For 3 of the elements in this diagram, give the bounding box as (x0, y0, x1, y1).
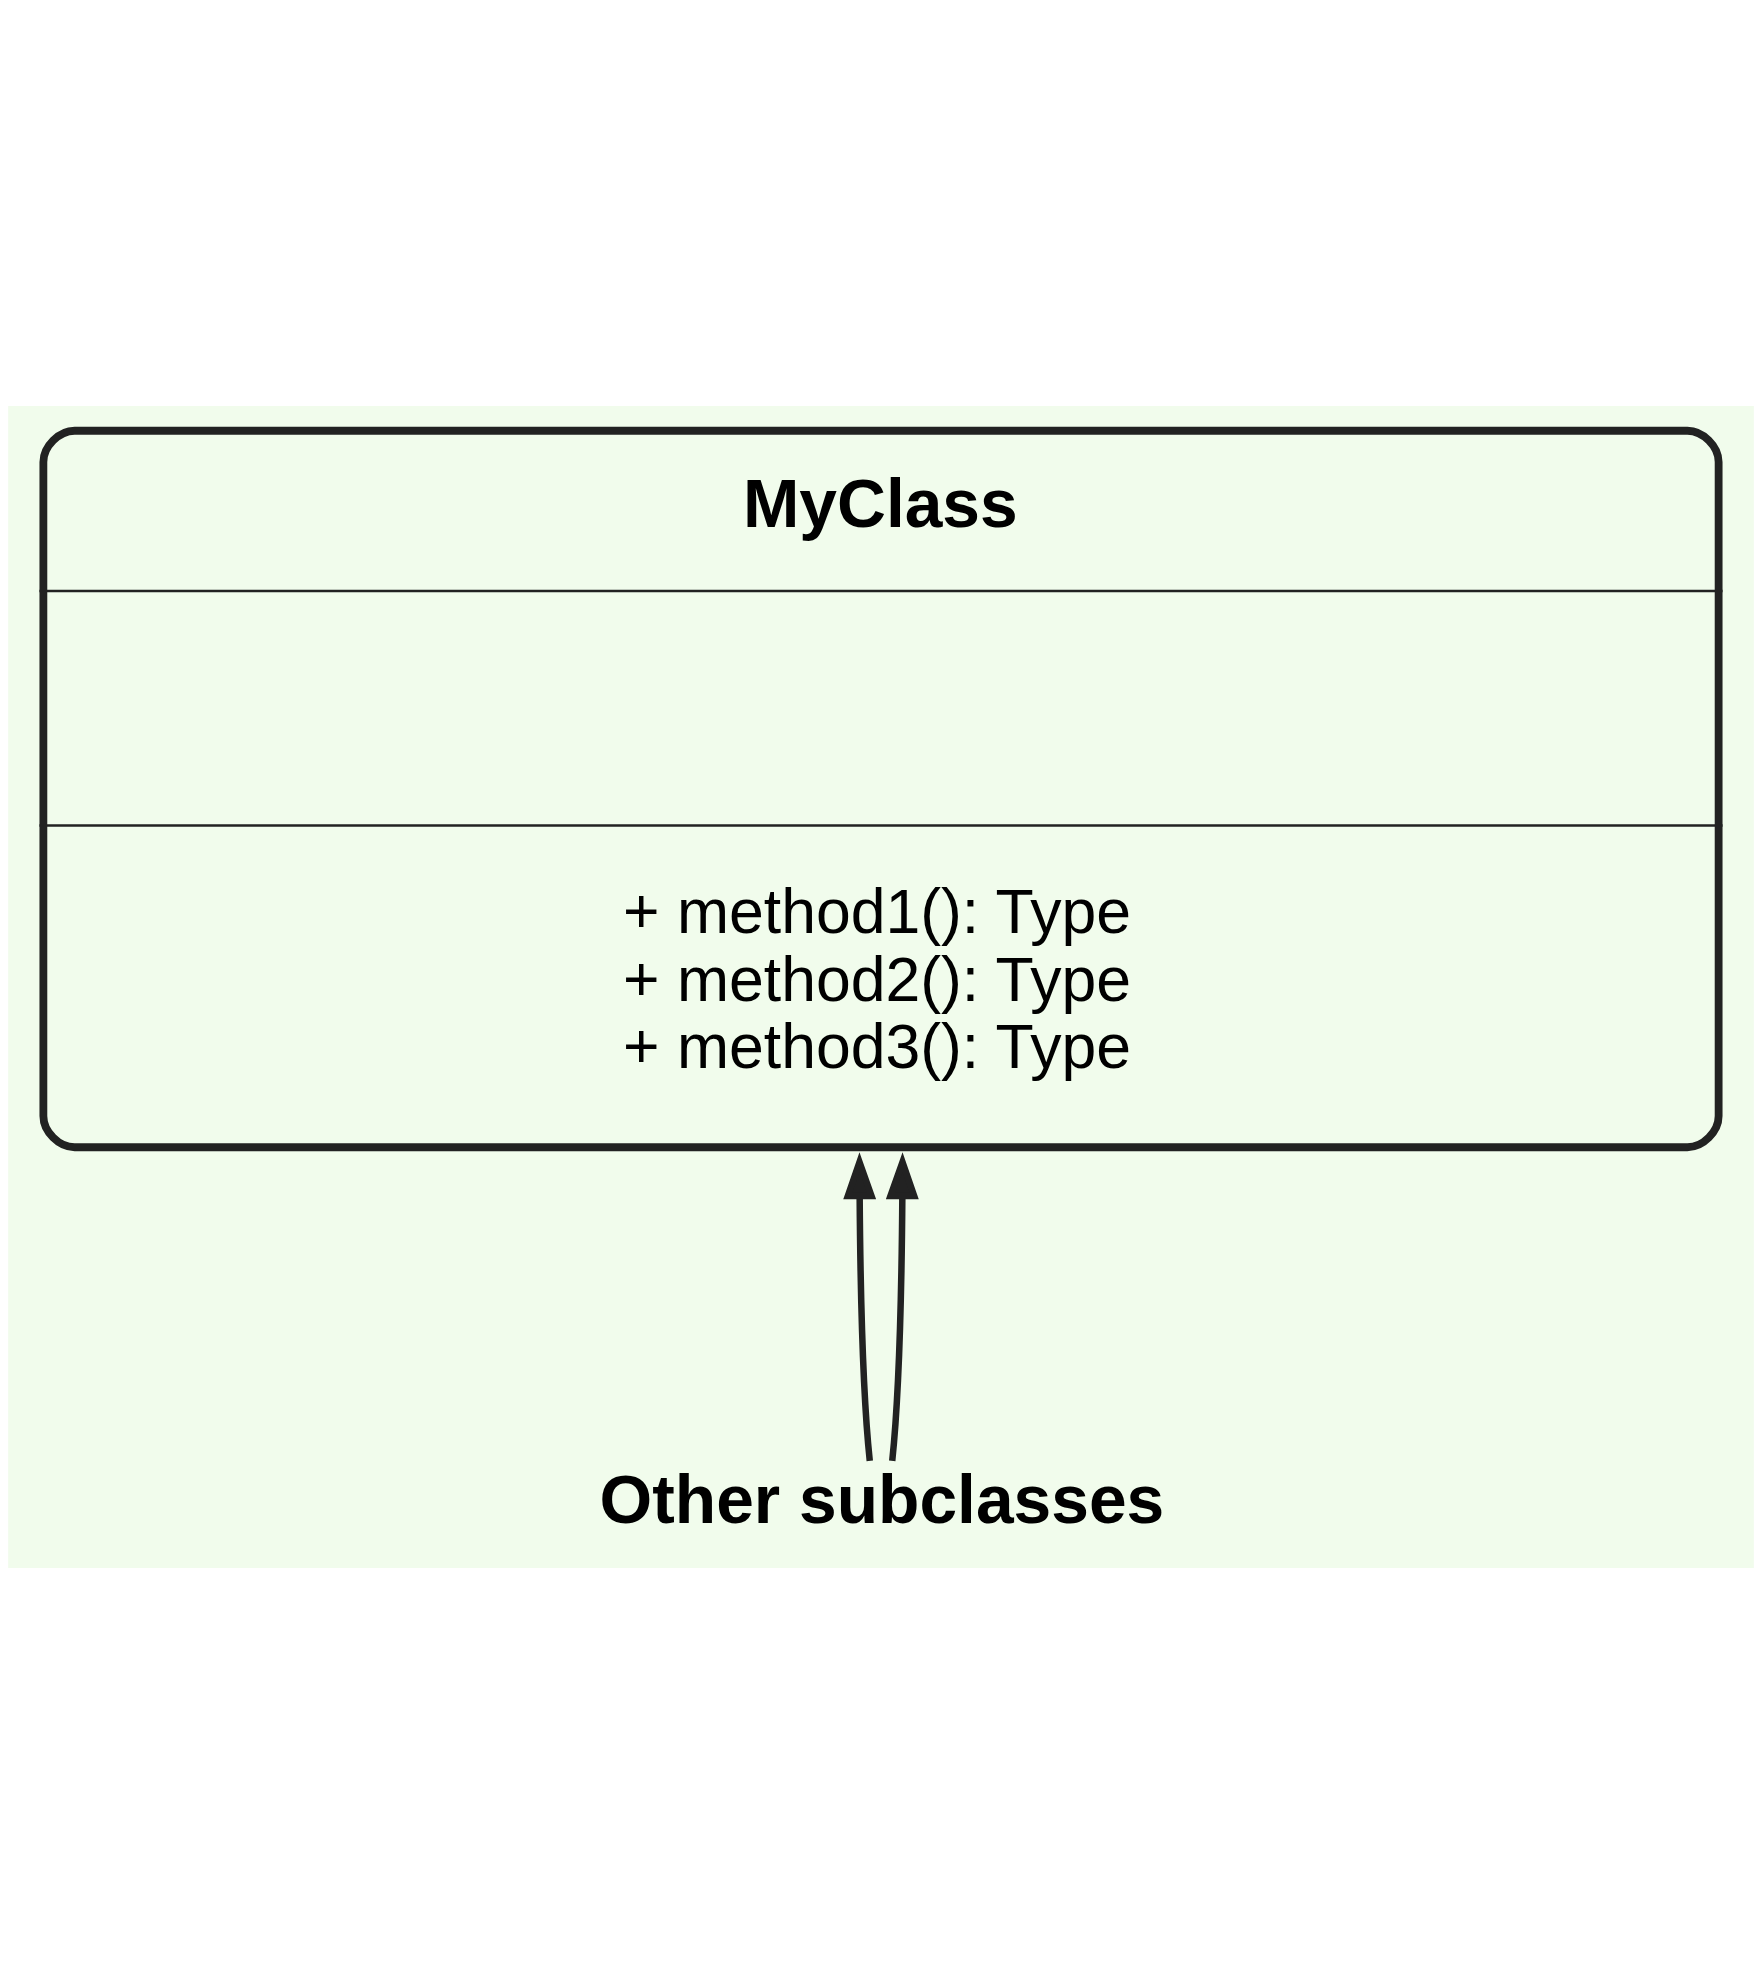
arrow (843, 1152, 877, 1462)
node-text: Other subclasses (599, 1462, 1165, 1538)
arrow (885, 1152, 919, 1462)
